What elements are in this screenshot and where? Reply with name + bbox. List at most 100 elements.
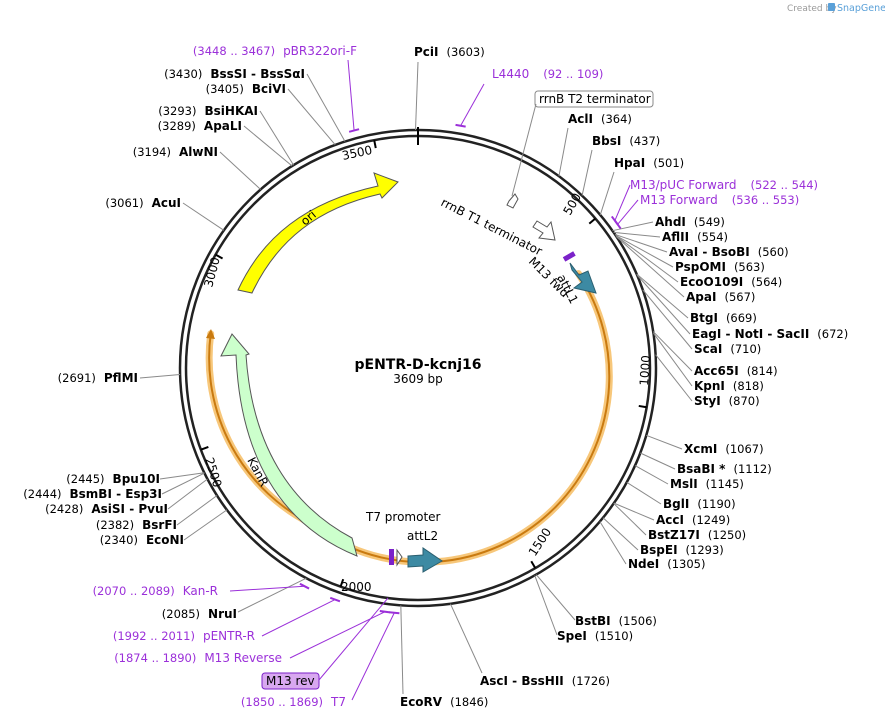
site-leader-line	[613, 231, 661, 238]
restriction-site-label: AccI(1249)	[656, 513, 730, 527]
rrnB-T2-terminator-label-box	[534, 90, 654, 108]
primer-binding-mark	[613, 219, 622, 230]
leader-lines	[139, 61, 693, 695]
restriction-site-label: BspEI(1293)	[640, 543, 724, 557]
primer-5: (1992 .. 2011)pENTR-R	[113, 596, 341, 643]
site-leader-line	[287, 88, 336, 146]
plasmid-length: 3609 bp	[393, 372, 443, 386]
primer-label: L4440(92 .. 109)	[492, 67, 603, 81]
site-leader-line	[159, 472, 205, 480]
site-leader-line	[616, 236, 685, 298]
primer-3: M13 Forward(536 .. 553)	[613, 193, 799, 230]
site-leader-line	[613, 502, 655, 521]
scale-tick	[638, 404, 647, 409]
primer-binding-mark	[348, 128, 360, 133]
primer-marks: (3448 .. 3467)pBR322ori-F L4440(92 .. 109…	[93, 44, 818, 709]
plasmid-name: pENTR-D-kcnj16	[355, 357, 482, 373]
site-leader-line	[599, 171, 615, 216]
snapgene-logo-icon	[828, 3, 835, 11]
restriction-site-label: (2085)NruI	[162, 607, 237, 621]
attL2-label: attL2	[407, 529, 438, 543]
restriction-site-label: (2382)BsrFI	[96, 518, 177, 532]
restriction-site-label: (3293)BsiHKAI	[158, 104, 258, 118]
primer-binding-mark	[379, 610, 391, 614]
primer-leader-line	[261, 599, 336, 637]
site-leader-line	[219, 151, 261, 190]
site-leader-line	[176, 495, 218, 526]
primer-label: (1992 .. 2011)pENTR-R	[113, 629, 255, 643]
site-leader-line	[615, 235, 679, 283]
site-leader-line	[602, 517, 639, 551]
primer-4: (2070 .. 2089)Kan-R	[93, 582, 310, 598]
restriction-site-label: (2428)AsiSI - PvuI	[45, 502, 168, 516]
primer-label: (3448 .. 3467)pBR322ori-F	[193, 44, 357, 58]
kanr-arc	[208, 333, 316, 527]
primer-leader-line	[617, 199, 639, 225]
primer-leader-line	[351, 612, 395, 701]
site-leader-line	[534, 575, 558, 636]
site-leader-line	[243, 125, 293, 167]
site-leader-line	[612, 221, 654, 232]
primer-binding-mark	[329, 596, 341, 603]
rrnB-T1-terminator-arrow	[532, 220, 556, 241]
site-leader-line	[306, 73, 346, 142]
scale-tick	[588, 217, 597, 225]
restriction-site-label: StyI(870)	[694, 394, 760, 408]
restriction-site-label: (3430)BssSI - BssSαI	[164, 67, 305, 81]
restriction-site-label: AvaI - BsoBI(560)	[669, 245, 789, 259]
primer-2: M13/pUC Forward(522 .. 544)	[610, 178, 818, 226]
restriction-site-label: EcoRV(1846)	[400, 695, 488, 709]
restriction-site-label: MslI(1145)	[670, 477, 744, 491]
primer-binding-mark	[299, 582, 310, 590]
credit-brand: SnapGene	[837, 3, 885, 14]
scale-tick	[373, 139, 377, 149]
restriction-site-label: AflII(554)	[662, 230, 728, 244]
primer-7: (1850 .. 1869)T7	[241, 611, 400, 709]
restriction-site-label: EagI - NotI - SacII(672)	[692, 327, 848, 341]
site-leader-line	[259, 110, 294, 166]
site-leader-line	[614, 233, 668, 253]
primer-leader-line	[229, 585, 305, 592]
site-leader-line	[599, 521, 627, 565]
primer-leader-line	[460, 83, 485, 126]
ori-feature-arrow	[237, 172, 399, 294]
scale-tick-label: 3500	[341, 143, 374, 163]
primer-1: L4440(92 .. 109)	[455, 67, 603, 128]
site-leader-line	[646, 434, 683, 450]
site-leader-line	[642, 289, 693, 350]
site-leader-line	[581, 149, 593, 196]
site-leader-line	[139, 374, 181, 379]
restriction-site-label: BglI(1190)	[663, 497, 736, 511]
rrnB-T2-terminator-arrow	[506, 193, 519, 209]
restriction-site-label: XcmI(1067)	[684, 442, 764, 456]
site-leader-line	[182, 202, 225, 231]
restriction-site-label: BstZ17I(1250)	[648, 528, 746, 542]
m13-rev-leader-line	[318, 597, 389, 681]
site-leader-line	[161, 472, 205, 495]
site-leader-line	[558, 127, 569, 177]
restriction-site-label: (3289)ApaLI	[158, 119, 242, 133]
scale-tick	[339, 578, 345, 588]
primer-label: M13/pUC Forward(522 .. 544)	[630, 178, 818, 192]
primer-binding-mark	[455, 123, 466, 128]
restriction-site-label: SpeI(1510)	[557, 629, 633, 643]
restriction-site-label: (3405)BciVI	[206, 82, 286, 96]
primer-binding-mark	[389, 611, 400, 615]
rrnB-T1-terminator-label: rrnB T1 terminator	[439, 195, 545, 258]
primer-6: (1874 .. 1890)M13 Reverse	[114, 610, 391, 665]
primer-leader-line	[289, 611, 386, 659]
insert-arc	[323, 273, 611, 564]
credit-text: Created by	[787, 4, 837, 14]
rrnB-T2-leader-line	[511, 103, 537, 197]
site-leader-line	[626, 481, 662, 505]
restriction-site-label: Acc65I(814)	[694, 364, 778, 378]
primer-label: (1850 .. 1869)T7	[241, 695, 346, 709]
site-leader-line	[615, 235, 674, 268]
site-leader-line	[636, 273, 689, 319]
site-leader-line	[183, 509, 228, 541]
site-leader-line	[655, 354, 693, 402]
restriction-site-label: BsaBI *(1112)	[677, 462, 772, 476]
primer-leader-line	[347, 59, 355, 131]
site-leader-line	[640, 452, 676, 470]
